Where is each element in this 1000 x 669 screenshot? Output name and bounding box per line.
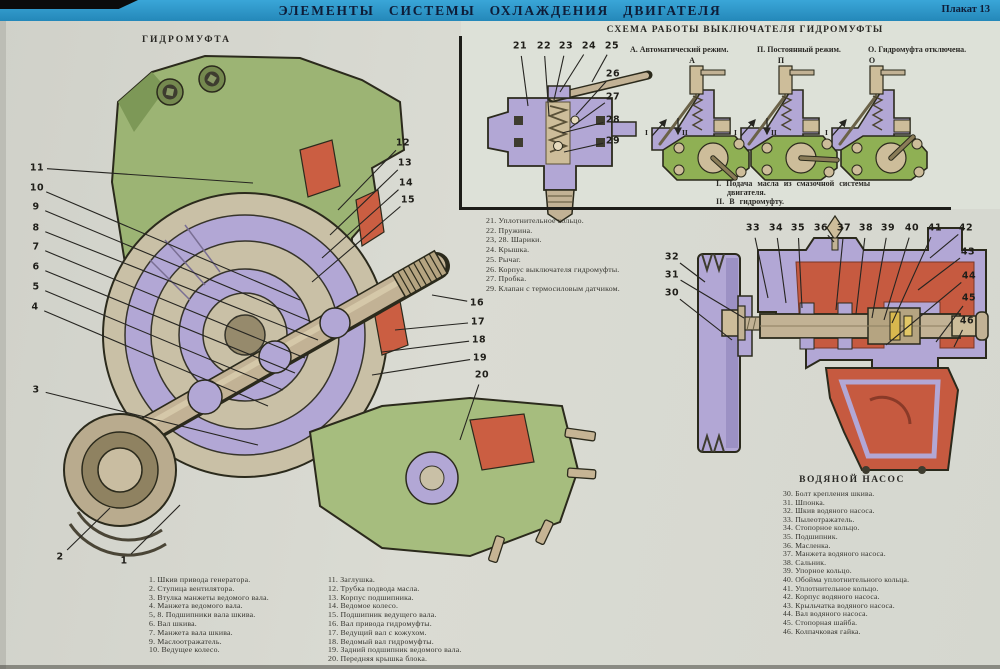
callout-leader-lines [43, 54, 964, 555]
water-pump-illustration [697, 214, 989, 474]
scan-edge-bottom [0, 665, 1000, 669]
switch-modes-illustration [650, 64, 928, 181]
switch-section-border-left [459, 36, 462, 210]
poster-title: ЭЛЕМЕНТЫ СИСТЕМЫ ОХЛАЖДЕНИЯ ДВИГАТЕЛЯ [278, 3, 722, 18]
switch-valve-illustration [487, 70, 653, 223]
poster-number: Плакат 13 [941, 4, 990, 15]
switch-section-border-bottom [459, 207, 951, 210]
hydrocoupling-illustration [63, 54, 597, 564]
scan-edge-left [0, 21, 6, 669]
title-bar: ЭЛЕМЕНТЫ СИСТЕМЫ ОХЛАЖДЕНИЯ ДВИГАТЕЛЯ Пл… [0, 0, 1000, 21]
scan-artifact [0, 0, 138, 9]
